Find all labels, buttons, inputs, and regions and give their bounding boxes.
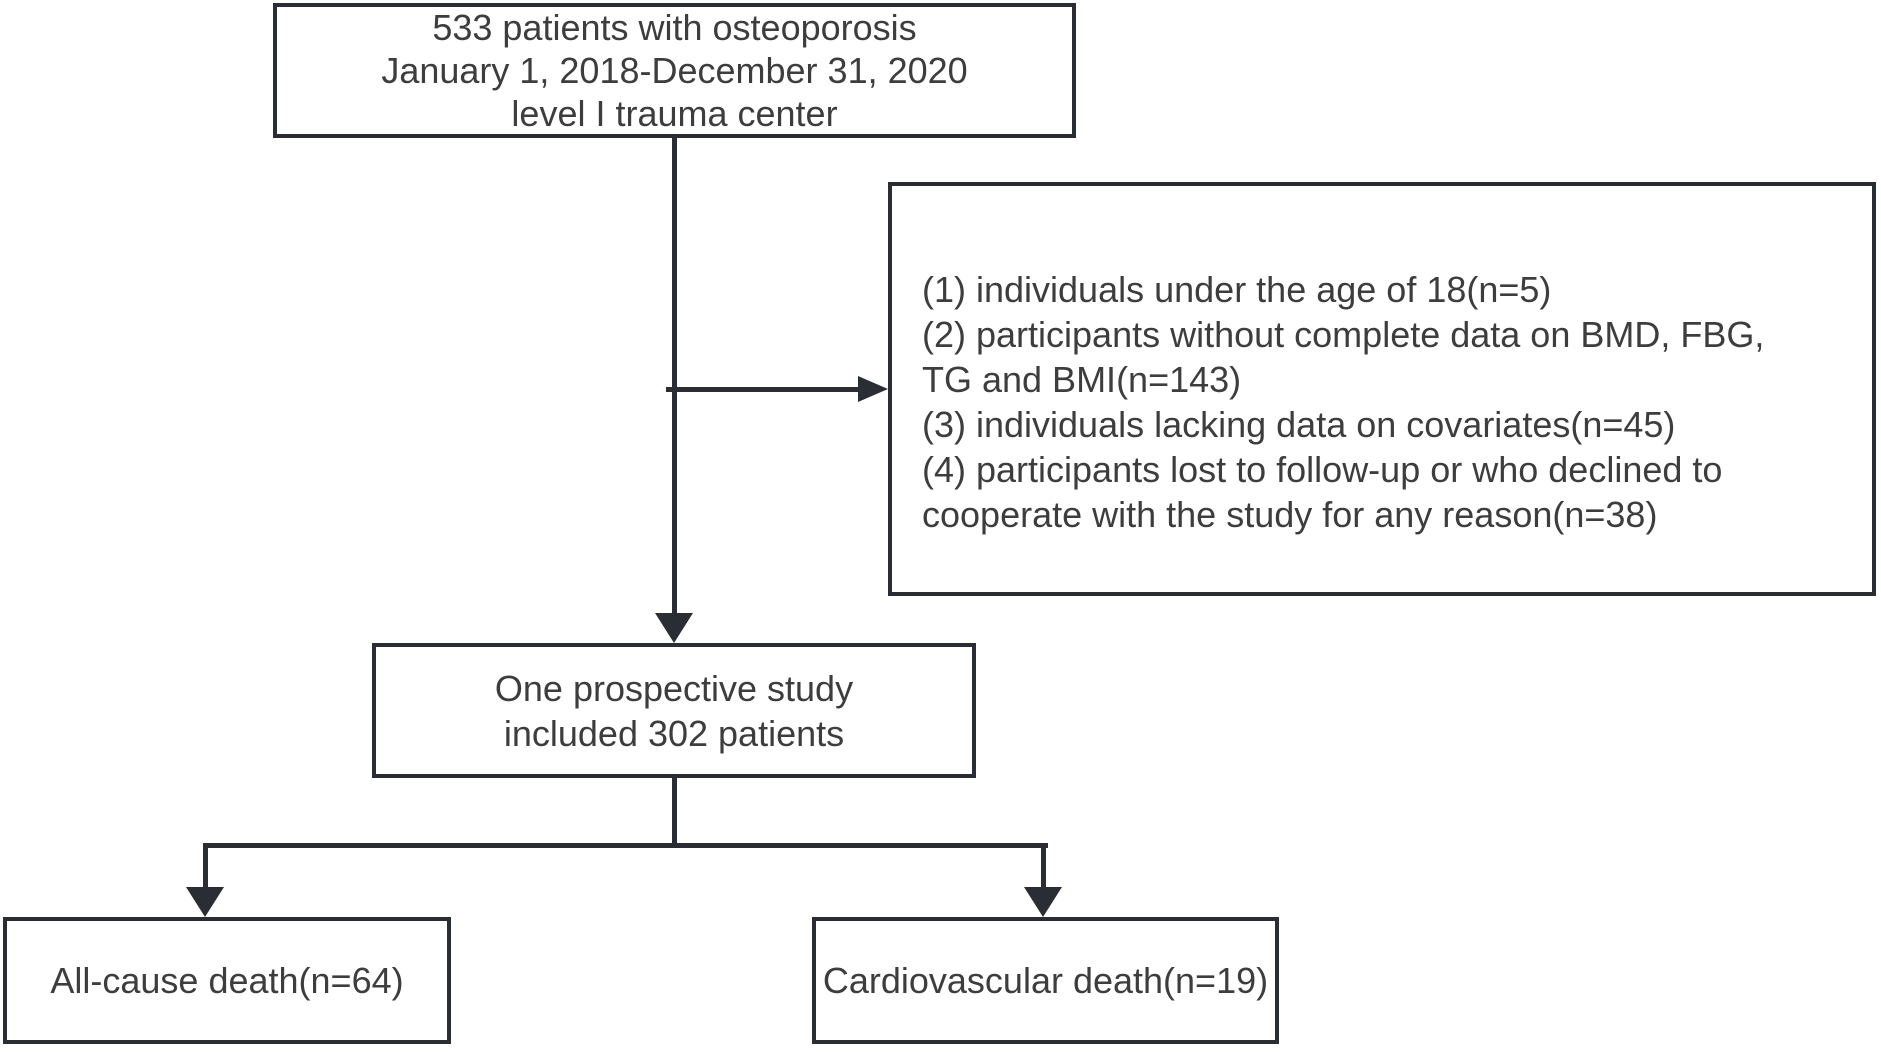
exclusion-line-6: cooperate with the study for any reason(… bbox=[922, 494, 1658, 535]
arrowhead-down-into-cardiovascular-icon bbox=[1024, 887, 1062, 917]
arrowhead-down-into-included-icon bbox=[655, 613, 693, 643]
all-cause-death-label: All-cause death(n=64) bbox=[50, 960, 404, 1001]
enrollment-line-3: level I trauma center bbox=[511, 93, 838, 134]
exclusion-criteria-box: (1) individuals under the age of 18(n=5)… bbox=[888, 182, 1876, 596]
enrollment-line-2: January 1, 2018-December 31, 2020 bbox=[381, 50, 968, 91]
cardiovascular-death-box: Cardiovascular death(n=19) bbox=[812, 917, 1279, 1044]
included-line-2: included 302 patients bbox=[503, 712, 845, 754]
arrowhead-down-into-all-cause-icon bbox=[186, 887, 224, 917]
included-cohort-box: One prospective study included 302 patie… bbox=[372, 643, 976, 778]
connector-exclusion-branch bbox=[666, 387, 860, 392]
exclusion-line-1: (1) individuals under the age of 18(n=5) bbox=[922, 269, 1552, 310]
connector-split-left-drop bbox=[203, 843, 208, 889]
exclusion-line-4: (3) individuals lacking data on covariat… bbox=[922, 404, 1676, 445]
exclusion-line-2: (2) participants without complete data o… bbox=[922, 314, 1765, 355]
cardiovascular-death-label: Cardiovascular death(n=19) bbox=[822, 960, 1269, 1001]
exclusion-line-5: (4) participants lost to follow-up or wh… bbox=[922, 449, 1723, 490]
arrowhead-right-into-exclusion-icon bbox=[858, 376, 888, 402]
exclusion-line-3: TG and BMI(n=143) bbox=[922, 359, 1242, 400]
connector-split-right-drop bbox=[1041, 843, 1046, 889]
connector-middle-to-split bbox=[672, 777, 677, 847]
enrollment-box: 533 patients with osteoporosis January 1… bbox=[273, 3, 1076, 138]
all-cause-death-box: All-cause death(n=64) bbox=[3, 917, 451, 1044]
included-line-1: One prospective study bbox=[494, 667, 854, 709]
connector-top-to-middle bbox=[672, 137, 677, 615]
enrollment-line-1: 533 patients with osteoporosis bbox=[432, 7, 917, 48]
connector-split-horizontal bbox=[203, 843, 1048, 848]
